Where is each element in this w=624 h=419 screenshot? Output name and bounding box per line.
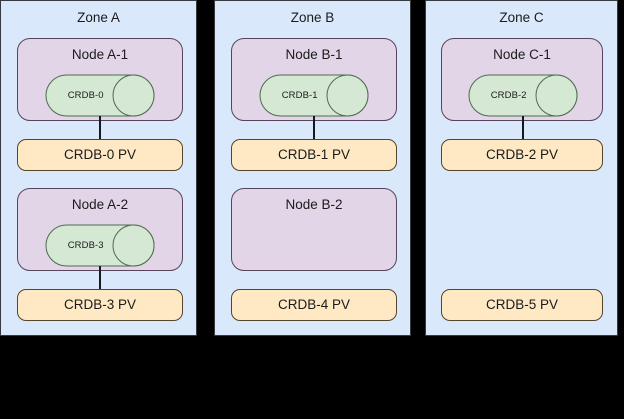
- pod-crdb-2[interactable]: CRDB-2: [468, 74, 578, 117]
- node-b-1-title: Node B-1: [285, 47, 343, 62]
- connector-crdb-2: [522, 116, 524, 140]
- node-a-2-title: Node A-2: [71, 197, 129, 212]
- node-a-1-title: Node A-1: [71, 47, 129, 62]
- node-b-2-title: Node B-2: [285, 197, 343, 212]
- connector-crdb-1: [313, 116, 315, 140]
- pv-crdb-0-label: CRDB-0 PV: [63, 147, 136, 162]
- node-b-2[interactable]: Node B-2: [231, 188, 397, 271]
- connector-crdb-0: [99, 116, 101, 140]
- pv-crdb-5[interactable]: CRDB-5 PV: [441, 289, 603, 321]
- pv-crdb-5-label: CRDB-5 PV: [485, 297, 558, 312]
- pv-crdb-1-label: CRDB-1 PV: [277, 147, 350, 162]
- node-c-1-title: Node C-1: [493, 47, 551, 62]
- pod-crdb-1[interactable]: CRDB-1: [259, 74, 369, 117]
- pv-crdb-3[interactable]: CRDB-3 PV: [17, 289, 183, 321]
- pv-crdb-4-label: CRDB-4 PV: [277, 297, 350, 312]
- pv-crdb-3-label: CRDB-3 PV: [63, 297, 136, 312]
- pv-crdb-4[interactable]: CRDB-4 PV: [231, 289, 397, 321]
- pv-crdb-2[interactable]: CRDB-2 PV: [441, 139, 603, 171]
- pod-crdb-3[interactable]: CRDB-3: [45, 224, 155, 267]
- zone-a-title: Zone A: [77, 10, 120, 25]
- pv-crdb-0[interactable]: CRDB-0 PV: [17, 139, 183, 171]
- zone-c-title: Zone C: [499, 10, 544, 25]
- pod-crdb-0[interactable]: CRDB-0: [45, 74, 155, 117]
- pv-crdb-1[interactable]: CRDB-1 PV: [231, 139, 397, 171]
- zone-b-title: Zone B: [290, 10, 335, 25]
- connector-crdb-3: [99, 266, 101, 290]
- pv-crdb-2-label: CRDB-2 PV: [485, 147, 558, 162]
